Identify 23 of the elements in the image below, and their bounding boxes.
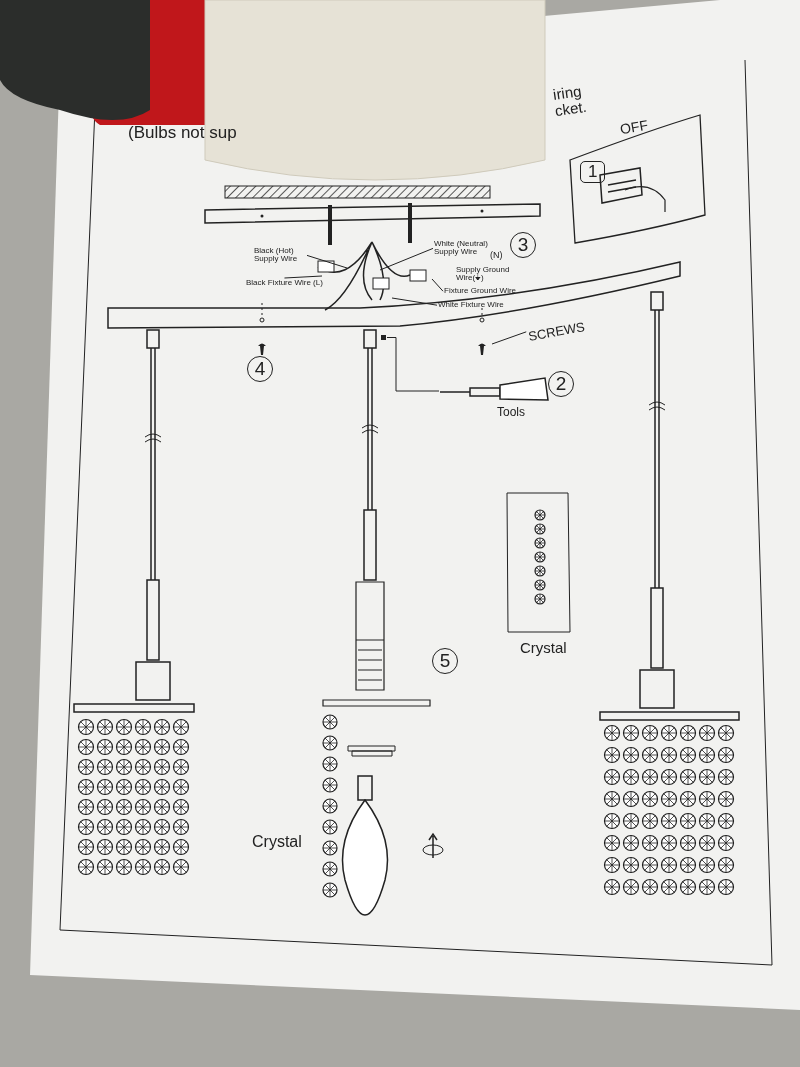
screwdriver-icon: [439, 377, 549, 401]
leader-line: [386, 337, 440, 392]
set-screw-icon: [381, 335, 386, 340]
step-number-box: 1: [580, 161, 606, 183]
wire-label: Fixture Ground Wire: [444, 287, 517, 296]
switch-state-label: OFF: [618, 117, 650, 137]
wire-label: White Fixture Wire: [438, 301, 504, 310]
part-label: Crystal: [520, 640, 567, 656]
leader-line: [431, 278, 444, 292]
leader-line: [283, 275, 323, 279]
text-fragment: iring: [552, 83, 583, 103]
leader-line: [379, 247, 434, 271]
part-label: Crystal: [252, 834, 302, 851]
wire-label: Black Fixture Wire (L): [246, 279, 323, 288]
leader-line: [306, 254, 348, 269]
note-text: (Bulbs not sup: [128, 124, 237, 142]
wire-label: (N): [490, 251, 503, 261]
leader-line: [391, 297, 438, 306]
leader-line: [491, 331, 527, 345]
wire-label: Black (Hot) Supply Wire: [254, 247, 306, 264]
part-label: Tools: [497, 406, 525, 419]
screws-label: SCREWS: [527, 320, 586, 344]
wire-label: Supply Ground Wire(⏚): [456, 266, 511, 283]
